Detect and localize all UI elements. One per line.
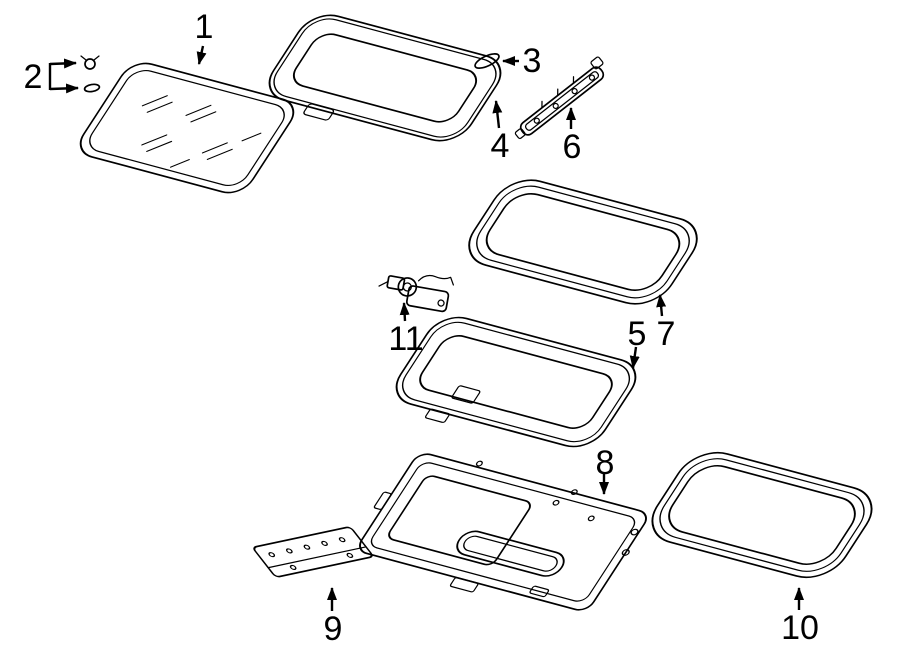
sunroof-panel-frame-drawing	[268, 14, 502, 142]
sunroof-housing-drawing	[359, 453, 647, 611]
callout-label-4: 4	[490, 127, 510, 165]
callout-arrow-7	[656, 294, 667, 317]
callout-label-6: 6	[562, 128, 582, 166]
callout-label-7: 7	[656, 315, 676, 353]
callout-arrow-5	[629, 346, 640, 369]
guide-rail-drawing	[514, 56, 605, 140]
mounting-plate-drawing	[253, 526, 373, 578]
sunroof-frame-drawing	[395, 316, 637, 448]
fastener-set-drawing	[80, 55, 101, 93]
callout-arrow-4	[492, 100, 503, 129]
callout-label-8: 8	[595, 444, 615, 482]
callout-arrow-2	[48, 58, 79, 94]
callout-label-11: 11	[388, 320, 424, 358]
glass-reflection-hatching	[141, 95, 262, 168]
callout-label-1: 1	[194, 8, 214, 46]
sunroof-seal-drawing	[468, 179, 698, 305]
roof-opening-seal-drawing	[651, 451, 873, 579]
callout-arrow-1	[196, 45, 207, 65]
callout-label-3: 3	[522, 42, 542, 80]
callout-arrows	[48, 45, 804, 611]
callout-label-2: 2	[23, 58, 43, 96]
callout-label-9: 9	[323, 610, 343, 648]
sunroof-motor-drawing	[378, 274, 454, 313]
sunroof-glass-panel-drawing	[79, 62, 295, 194]
callout-arrow-11	[399, 302, 410, 322]
callout-label-10: 10	[781, 609, 819, 647]
callout-label-5: 5	[627, 315, 647, 353]
